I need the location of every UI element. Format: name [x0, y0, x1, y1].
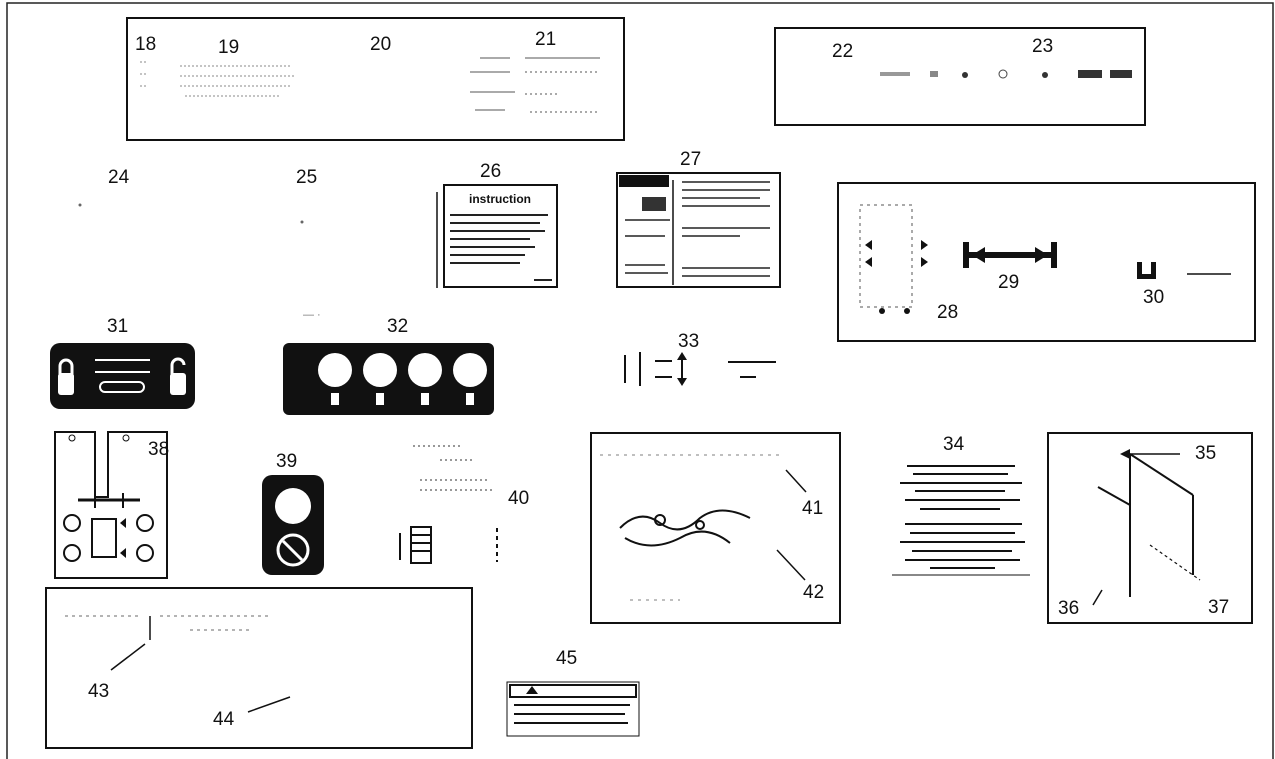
decal-33-arrows: 33	[624, 331, 776, 386]
decal-panel-18-21: 18 19 20 21	[126, 17, 625, 141]
decal-panel-35-37: 35 37 36	[1047, 432, 1253, 624]
callout-24: 24	[108, 167, 130, 188]
decal-24-mark	[78, 203, 82, 207]
decal-27-text-sheet: 27	[616, 149, 781, 288]
callout-32: 32	[387, 316, 408, 337]
switch-light-icon	[275, 488, 311, 524]
decal-panel-41-42: 41 42	[590, 432, 841, 624]
callout-31: 31	[107, 316, 128, 337]
decal-19-fine-print	[140, 61, 295, 97]
dial-3-icon	[408, 353, 442, 387]
callout-38: 38	[148, 439, 169, 460]
callout-33: 33	[678, 331, 699, 352]
callout-20: 20	[370, 34, 391, 55]
decal-39-switch-decal: 39	[262, 451, 324, 575]
decal-26-instruction: 26 instruction	[436, 161, 558, 288]
callout-29: 29	[998, 272, 1019, 293]
callout-44: 44	[213, 709, 235, 730]
callout-43: 43	[88, 681, 109, 702]
dial-4-icon	[453, 353, 487, 387]
lock-open-icon	[170, 357, 186, 395]
decal-26-body-text	[450, 214, 552, 281]
decal-31-lock-unlock: 31	[50, 316, 195, 409]
callout-18: 18	[135, 34, 156, 55]
callout-42: 42	[803, 582, 824, 603]
warning-triangle-icon	[526, 686, 538, 694]
decal-45-warning: 45	[506, 648, 640, 737]
callout-21: 21	[535, 29, 556, 50]
decal-panel-22-23: 22 23	[774, 27, 1146, 126]
callout-35: 35	[1195, 443, 1216, 464]
callout-41: 41	[802, 498, 823, 519]
callout-39: 39	[276, 451, 297, 472]
decal-23-symbols	[880, 69, 1132, 79]
callout-34: 34	[943, 434, 965, 455]
decal-26-heading: instruction	[469, 192, 531, 206]
callout-19: 19	[218, 37, 239, 58]
decal-panel-28-30: 28 29 30	[837, 182, 1256, 342]
switch-dial-icon	[276, 533, 310, 567]
decal-32-four-dials: — · 32	[283, 309, 494, 415]
callout-28: 28	[937, 302, 958, 323]
decal-panel-43-44: 43 44	[45, 587, 473, 749]
decal-29-arrow-bar	[963, 242, 1057, 268]
decal-34-text-block: 34	[892, 434, 1030, 576]
callout-23: 23	[1032, 36, 1053, 57]
decal-38-bracket-plate: 38	[54, 431, 169, 579]
dial-1-icon	[318, 353, 352, 387]
callout-36: 36	[1058, 598, 1079, 619]
callout-26: 26	[480, 161, 501, 182]
dial-2-icon	[363, 353, 397, 387]
decal-32-fine-print: — ·	[303, 309, 321, 321]
decal-41-graphic	[619, 509, 751, 547]
callout-45: 45	[556, 648, 577, 669]
page-frame	[6, 2, 1274, 759]
callout-25: 25	[296, 167, 317, 188]
callout-22: 22	[832, 41, 853, 62]
lock-closed-icon	[58, 358, 74, 395]
callout-37: 37	[1208, 597, 1229, 618]
decal-25-mark	[300, 220, 304, 224]
double-arrow-icon	[95, 359, 150, 393]
callout-40: 40	[508, 488, 529, 509]
decal-30-symbol	[1137, 262, 1231, 279]
callout-27: 27	[680, 149, 701, 170]
decal-21-fine-print	[470, 57, 600, 113]
decal-40-spring-set: 40	[399, 445, 529, 564]
callout-30: 30	[1143, 287, 1164, 308]
